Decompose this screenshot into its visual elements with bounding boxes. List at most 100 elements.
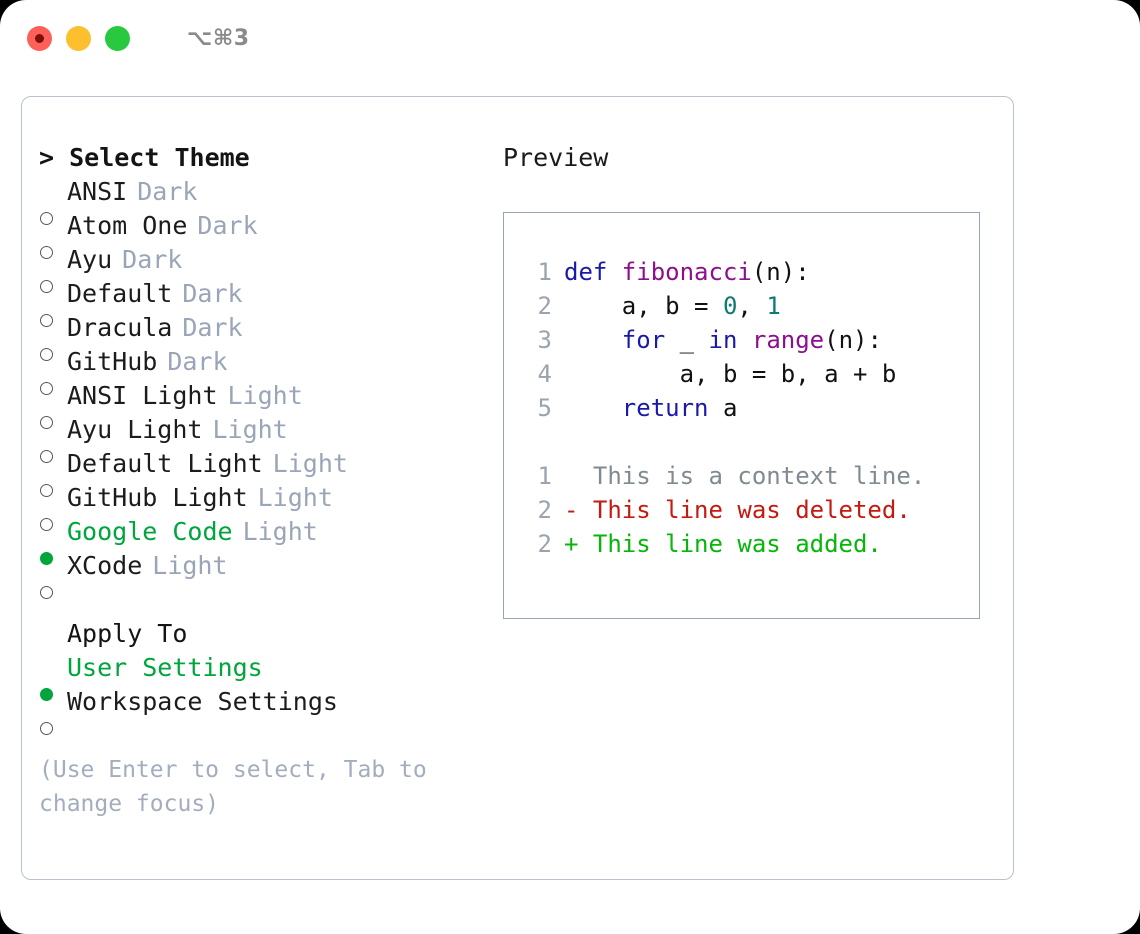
theme-variant-label: Dark — [167, 347, 228, 376]
code-line: 4 a, b = b, a + b — [522, 357, 979, 391]
code-token: a, b = b, a + b — [564, 360, 897, 388]
theme-option-dracula[interactable]: Dracula Dark — [39, 311, 494, 361]
code-line-number: 1 — [537, 258, 552, 286]
code-line-number: 2 — [537, 292, 552, 320]
preview-heading: Preview — [503, 143, 609, 172]
section-spacer — [39, 583, 494, 617]
select-theme-heading: > Select Theme — [39, 143, 250, 172]
diff-line-number: 2 — [537, 530, 552, 558]
theme-option-atom-one[interactable]: Atom One Dark — [39, 209, 494, 259]
apply-to-option-workspace-settings[interactable]: Workspace Settings — [39, 685, 494, 735]
theme-option-default-light[interactable]: Default Light Light — [39, 447, 494, 497]
window-titlebar: ⌥⌘3 — [0, 0, 1140, 76]
theme-option-label: Ayu Light — [67, 415, 203, 444]
theme-variant-label: Dark — [182, 313, 243, 342]
code-token: in — [708, 326, 738, 354]
theme-option-github-light[interactable]: GitHub Light Light — [39, 481, 494, 531]
code-line-number: 4 — [537, 360, 552, 388]
theme-option-label: GitHub Light — [67, 483, 248, 512]
theme-variant-label: Dark — [137, 177, 198, 206]
code-line-content: return a — [564, 391, 738, 425]
code-line-number: 5 — [537, 394, 552, 422]
theme-variant-label: Light — [212, 415, 288, 444]
apply-to-option-label: Workspace Settings — [67, 687, 338, 716]
apply-to-heading: Apply To — [67, 619, 188, 648]
maximize-button[interactable] — [105, 25, 130, 51]
theme-variant-label: Light — [242, 517, 318, 546]
theme-variant-label: Light — [257, 483, 333, 512]
hint-spacer — [39, 719, 494, 753]
theme-option-label: Default — [67, 279, 173, 308]
diff-sample: 1 This is a context line. 2 - This line wa… — [522, 459, 979, 561]
diff-line-number: 1 — [537, 462, 552, 490]
apply-to-option-label: User Settings — [67, 653, 263, 682]
theme-variant-label: Light — [227, 381, 303, 410]
theme-option-ayu[interactable]: Ayu Dark — [39, 243, 494, 293]
theme-option-label: Default Light — [67, 449, 263, 478]
code-line-content: a, b = 0, 1 — [564, 289, 781, 323]
close-button[interactable] — [27, 25, 52, 51]
theme-option-ansi[interactable]: ANSI Dark — [39, 175, 494, 225]
theme-option-label: GitHub — [67, 347, 158, 376]
theme-option-ayu-light[interactable]: Ayu Light Light — [39, 413, 494, 463]
theme-option-label: XCode — [67, 551, 143, 580]
theme-option-github[interactable]: GitHub Dark — [39, 345, 494, 395]
code-token — [564, 394, 622, 422]
code-token: _ — [665, 326, 709, 354]
theme-option-label: Atom One — [67, 211, 188, 240]
code-token: (n): — [751, 258, 810, 286]
code-token: return — [621, 394, 709, 422]
code-token — [737, 326, 751, 354]
diff-line-added: 2 + This line was added. — [522, 527, 979, 561]
diff-line-content: This is a context line. — [564, 462, 926, 490]
theme-option-ansi-light[interactable]: ANSI Light Light — [39, 379, 494, 429]
code-line: 5 return a — [522, 391, 979, 425]
code-token: 1 — [766, 292, 781, 320]
theme-variant-label: Dark — [182, 279, 243, 308]
theme-variant-label: Light — [272, 449, 348, 478]
theme-option-label: Dracula — [67, 313, 173, 342]
theme-option-xcode[interactable]: XCode Light — [39, 549, 494, 599]
code-line-content: a, b = b, a + b — [564, 357, 897, 391]
code-line: 1 def fibonacci(n): — [522, 255, 979, 289]
keyboard-hint-text: (Use Enter to select, Tab to change focu… — [39, 757, 427, 817]
diff-line-deleted: 2 - This line was deleted. — [522, 493, 979, 527]
theme-variant-label: Dark — [122, 245, 183, 274]
theme-option-label: ANSI — [67, 177, 128, 206]
apply-to-option-user-settings[interactable]: User Settings — [39, 651, 494, 701]
code-line: 2 a, b = 0, 1 — [522, 289, 979, 323]
code-token: , — [737, 292, 767, 320]
code-token: (n): — [824, 326, 882, 354]
diff-line-content: - This line was deleted. — [564, 496, 911, 524]
code-line-number: 3 — [537, 326, 552, 354]
code-token: for — [621, 326, 666, 354]
keyboard-shortcut-label: ⌥⌘3 — [187, 25, 250, 51]
code-token: def — [564, 258, 622, 286]
diff-line-number: 2 — [537, 496, 552, 524]
code-line-content: for _ in range(n): — [564, 323, 882, 357]
theme-variant-label: Dark — [197, 211, 258, 240]
theme-option-label: ANSI Light — [67, 381, 218, 410]
code-token: range — [751, 326, 825, 354]
code-line: 3 for _ in range(n): — [522, 323, 979, 357]
code-token: fibonacci — [621, 258, 752, 286]
code-diff-spacer — [522, 425, 979, 459]
code-line-content: def fibonacci(n): — [564, 255, 810, 289]
code-token: a — [708, 394, 738, 422]
theme-option-label: Ayu — [67, 245, 113, 274]
theme-variant-label: Light — [152, 551, 228, 580]
diff-line-content: + This line was added. — [564, 530, 882, 558]
minimize-button[interactable] — [66, 25, 91, 51]
theme-option-default[interactable]: Default Dark — [39, 277, 494, 327]
code-token: a, b = — [564, 292, 723, 320]
code-token — [564, 326, 622, 354]
